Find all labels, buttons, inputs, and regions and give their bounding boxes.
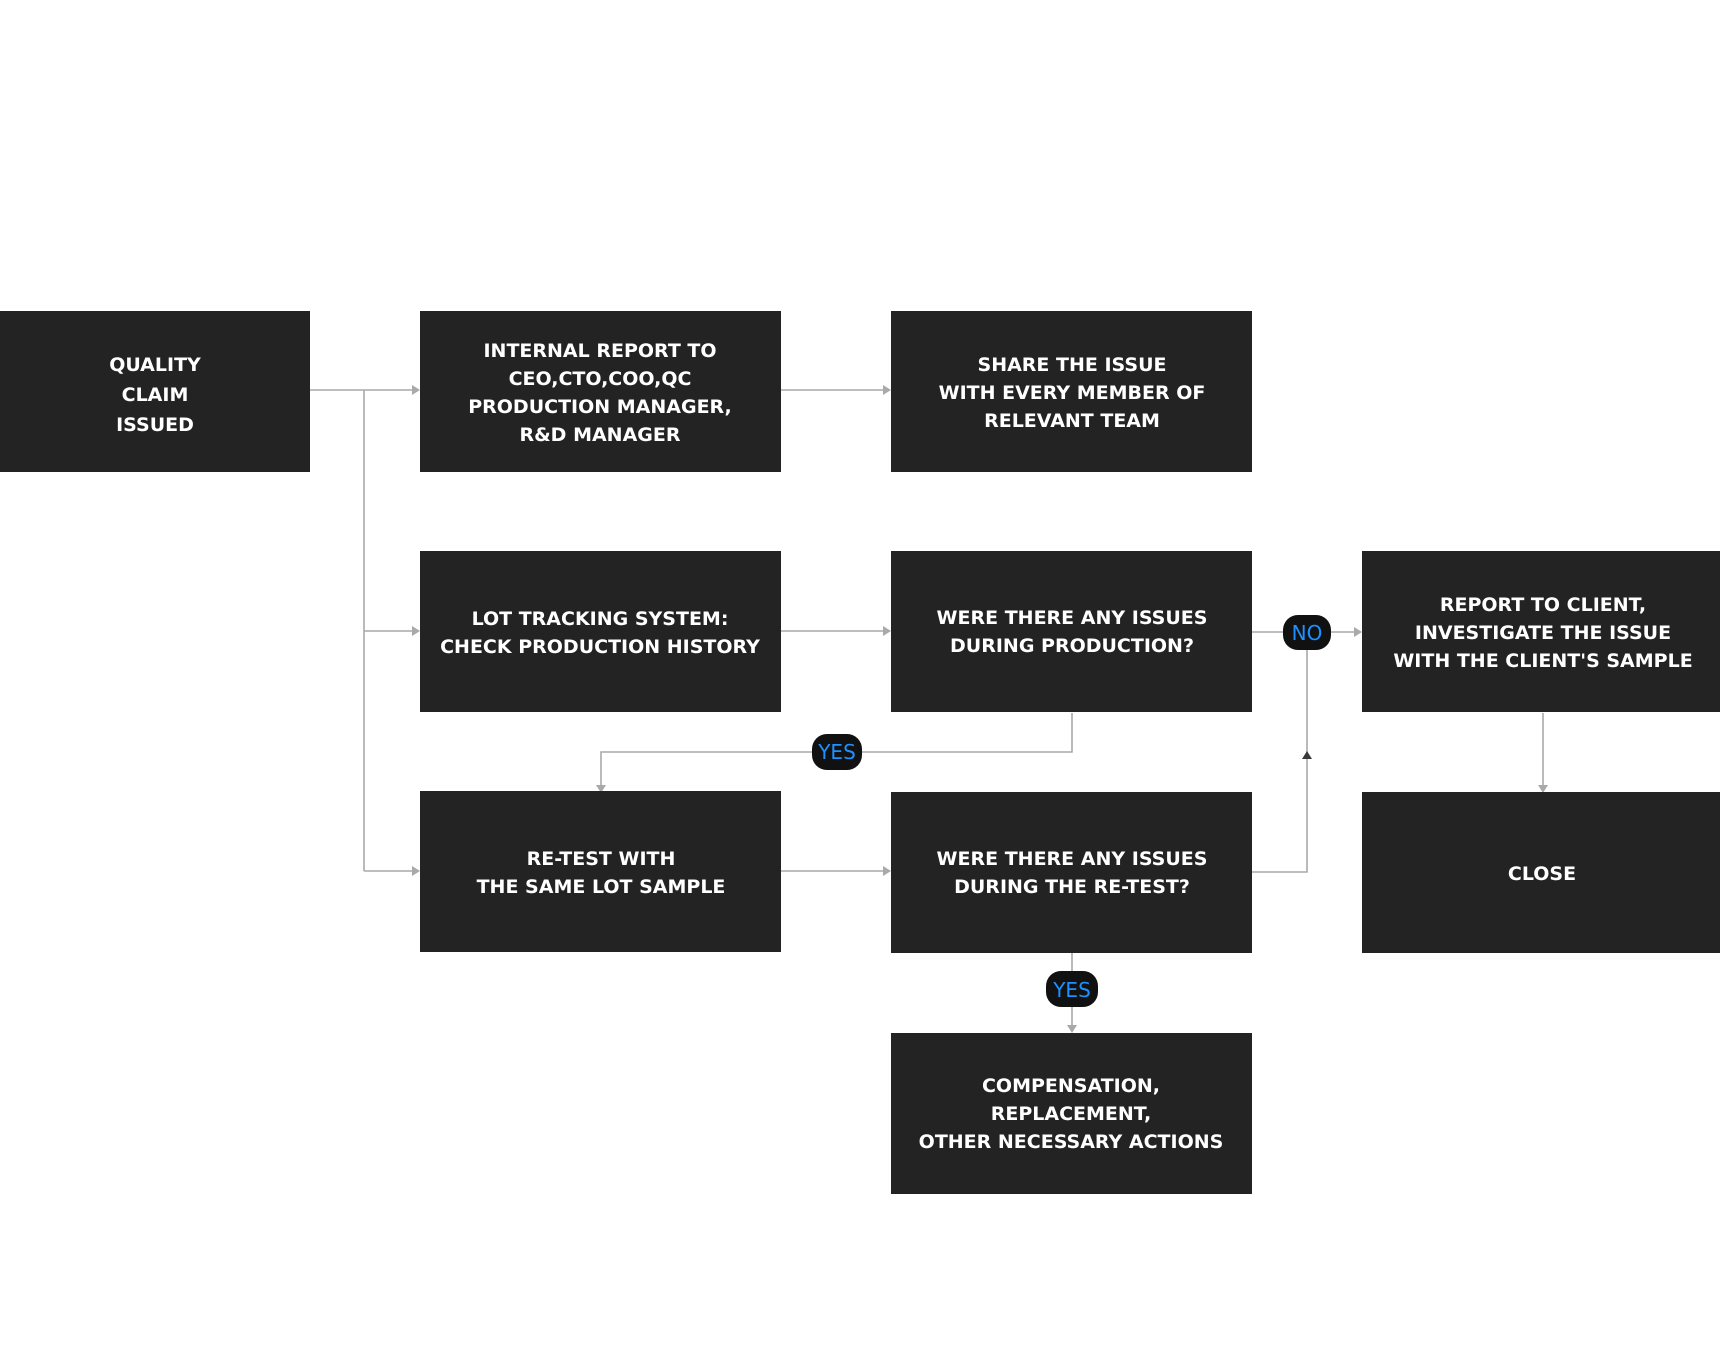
node-report-client: REPORT TO CLIENT, INVESTIGATE THE ISSUE … xyxy=(1362,551,1720,712)
arrowhead-share-issue xyxy=(883,385,891,395)
node-compensation: COMPENSATION, REPLACEMENT, OTHER NECESSA… xyxy=(891,1033,1252,1194)
node-issues-production-line: WERE THERE ANY ISSUES xyxy=(937,607,1208,629)
node-quality-claim: QUALITY CLAIM ISSUED xyxy=(0,311,310,472)
arrowhead-issues-production xyxy=(883,626,891,636)
arrowhead-lot-tracking xyxy=(412,626,420,636)
node-share-issue-line: RELEVANT TEAM xyxy=(984,410,1160,432)
edge-label-text: YES xyxy=(817,740,856,764)
arrowhead-close xyxy=(1538,785,1548,793)
node-issues-production: WERE THERE ANY ISSUES DURING PRODUCTION? xyxy=(891,551,1252,712)
node-quality-claim-line: QUALITY xyxy=(109,354,201,376)
node-quality-claim-line: CLAIM xyxy=(122,384,189,406)
node-report-client-line: WITH THE CLIENT'S SAMPLE xyxy=(1393,650,1692,672)
node-share-issue-line: WITH EVERY MEMBER OF xyxy=(939,382,1206,404)
arrowhead-compensation xyxy=(1067,1025,1077,1033)
node-internal-report-line: PRODUCTION MANAGER, xyxy=(468,396,732,418)
node-compensation-line: COMPENSATION, xyxy=(982,1075,1160,1097)
node-retest-line: THE SAME LOT SAMPLE xyxy=(477,876,726,898)
node-share-issue: SHARE THE ISSUE WITH EVERY MEMBER OF REL… xyxy=(891,311,1252,472)
edge-label-text: YES xyxy=(1052,978,1091,1002)
node-issues-production-line: DURING PRODUCTION? xyxy=(950,635,1194,657)
node-lot-tracking-line: CHECK PRODUCTION HISTORY xyxy=(440,636,760,658)
node-report-client-line: INVESTIGATE THE ISSUE xyxy=(1415,622,1671,644)
node-internal-report-line: CEO,CTO,COO,QC xyxy=(509,368,692,390)
node-issues-retest-line: WERE THERE ANY ISSUES xyxy=(937,848,1208,870)
node-internal-report-line: R&D MANAGER xyxy=(519,424,680,446)
arrowhead-internal-report xyxy=(412,385,420,395)
arrowhead-retest xyxy=(412,866,420,876)
arrowhead-up-no xyxy=(1302,751,1312,759)
edge-label-retest-yes: YES xyxy=(1046,971,1098,1007)
node-internal-report: INTERNAL REPORT TO CEO,CTO,COO,QC PRODUC… xyxy=(420,311,781,472)
node-issues-retest: WERE THERE ANY ISSUES DURING THE RE-TEST… xyxy=(891,792,1252,953)
node-close-line: CLOSE xyxy=(1508,863,1576,885)
node-quality-claim-line: ISSUED xyxy=(116,414,194,436)
connector-retest-no xyxy=(1252,632,1308,873)
node-retest: RE-TEST WITH THE SAME LOT SAMPLE xyxy=(420,791,781,952)
node-retest-line: RE-TEST WITH xyxy=(527,848,676,870)
node-compensation-line: REPLACEMENT, xyxy=(991,1103,1152,1125)
edge-label-text: NO xyxy=(1292,621,1323,645)
node-lot-tracking-line: LOT TRACKING SYSTEM: xyxy=(472,608,729,630)
arrowhead-retest-top xyxy=(596,785,606,793)
edge-label-production-yes: YES xyxy=(812,734,862,770)
arrowhead-issues-retest xyxy=(883,866,891,876)
node-report-client-line: REPORT TO CLIENT, xyxy=(1440,594,1646,616)
node-share-issue-line: SHARE THE ISSUE xyxy=(978,354,1167,376)
edge-label-production-no: NO xyxy=(1283,615,1331,650)
node-close: CLOSE xyxy=(1362,792,1720,953)
node-compensation-line: OTHER NECESSARY ACTIONS xyxy=(919,1131,1224,1153)
arrowhead-report-client xyxy=(1354,627,1362,637)
node-issues-retest-line: DURING THE RE-TEST? xyxy=(954,876,1190,898)
node-lot-tracking: LOT TRACKING SYSTEM: CHECK PRODUCTION HI… xyxy=(420,551,781,712)
node-internal-report-line: INTERNAL REPORT TO xyxy=(483,340,716,362)
